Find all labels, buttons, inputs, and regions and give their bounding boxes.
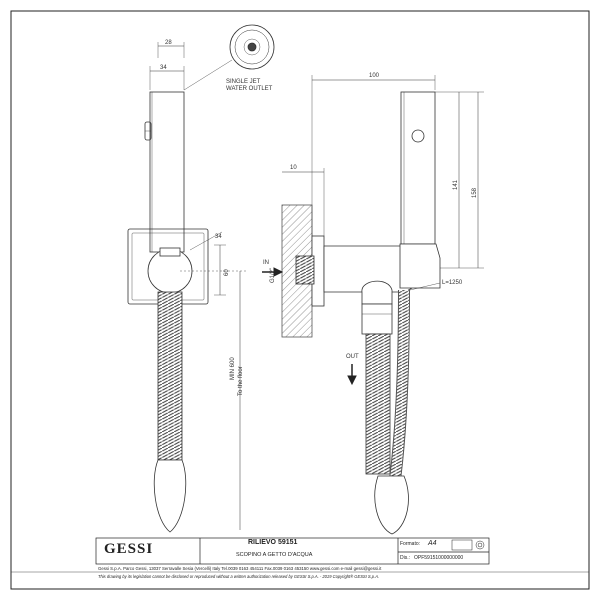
dim-to-floor: To the floor (238, 366, 244, 396)
dis-label: Dis.: (400, 555, 410, 561)
left-view (127, 42, 246, 533)
dim-60: 60 (224, 269, 230, 276)
gessi-logo: GESSI (104, 541, 154, 557)
dim-hose-length: L=1250 (442, 280, 463, 286)
product-description: SCOPINO A GETTO D'ACQUA (236, 552, 313, 558)
dim-10: 10 (290, 165, 297, 171)
company-address: Gessi S.p.A. Parco Gessi, 13037 Serraval… (98, 566, 382, 571)
dim-28: 28 (165, 40, 172, 46)
legal-notice: This drawing by its legislation cannot b… (98, 574, 380, 579)
dis-value: OPF59151000000000 (414, 555, 464, 561)
dim-158: 158 (472, 187, 478, 198)
label-out: OUT (346, 354, 359, 360)
note-single-jet-2: WATER OUTLET (226, 86, 273, 92)
sheet-border (10, 10, 590, 590)
dim-141: 141 (453, 179, 459, 190)
title-block (11, 537, 589, 573)
formato-value: A4 (428, 540, 437, 547)
note-single-jet-1: SINGLE JET (226, 79, 261, 85)
formato-label: Formato: (400, 541, 421, 547)
right-view (281, 75, 484, 535)
dim-100: 100 (369, 73, 380, 79)
product-name: RILIEVO 59151 (248, 539, 298, 546)
flow-arrows (262, 267, 357, 386)
label-in: IN (263, 260, 269, 266)
dim-g12: G1/2" (270, 267, 276, 283)
dim-34-diag: 34 (215, 234, 222, 240)
nozzle-detail (229, 24, 275, 70)
dim-34-top: 34 (160, 65, 167, 71)
dim-min-600: MIN 600 (230, 357, 236, 380)
